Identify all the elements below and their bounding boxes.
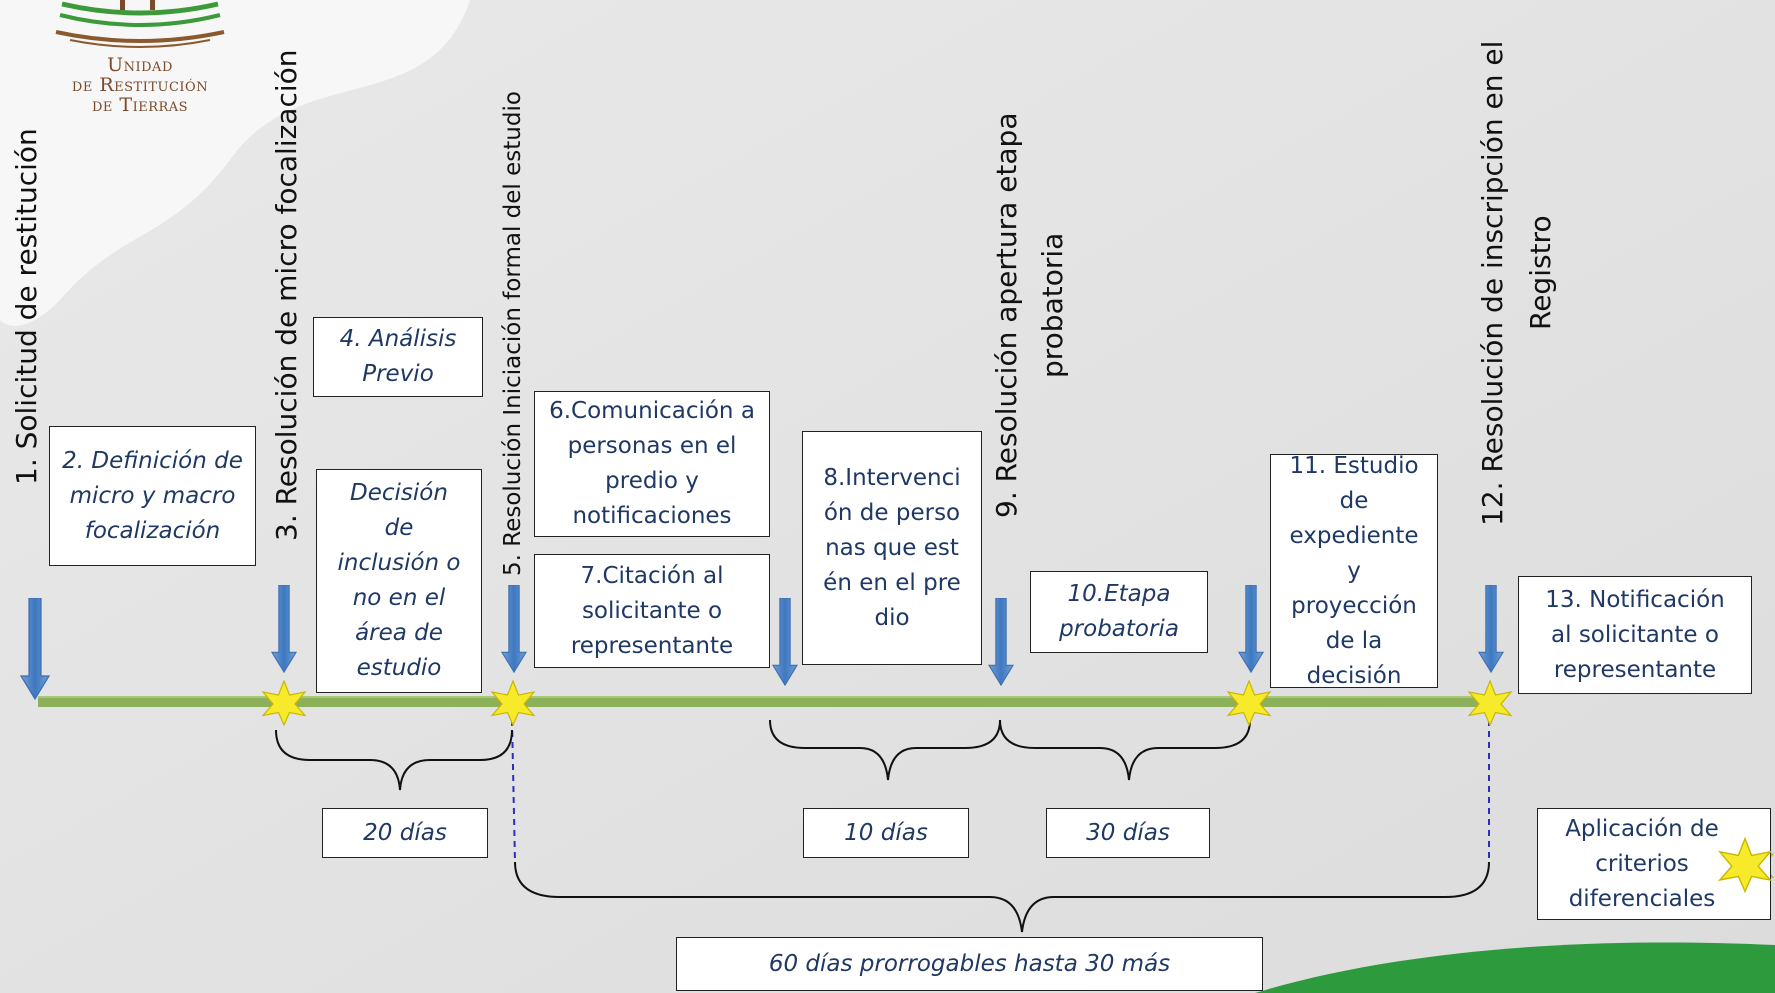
background-white-swoosh	[0, 0, 470, 326]
logo-text: Unidad de Restitución de Tierras	[40, 55, 240, 115]
duration-30-dias: 30 días	[1046, 808, 1210, 858]
step-4-box: 4. Análisis Previo	[313, 317, 483, 397]
duration-20-dias: 20 días	[322, 808, 488, 858]
brace-30-dias	[999, 719, 1251, 781]
step-4b-box: Decisión de inclusión o no en el área de…	[316, 469, 482, 693]
step-1-label: 1. Solicitud de restitución	[10, 128, 43, 485]
step-6-box: 6.Comunicación a personas en el predio y…	[534, 391, 770, 537]
step-10-box: 10.Etapa probatoria	[1030, 571, 1208, 653]
step-5-label: 5. Resolución Iniciación formal del estu…	[500, 91, 526, 576]
logo-line-1: Unidad	[107, 54, 173, 76]
legend-star-icon	[1717, 837, 1773, 893]
step-11-box: 11. Estudio de expediente y proyección d…	[1270, 453, 1438, 689]
step-2-box: 2. Definición de micro y macro focalizac…	[49, 426, 256, 566]
step-8-box: 8.Intervención de personas que estén en …	[802, 431, 982, 665]
bottom-green-band	[1255, 942, 1775, 993]
step-9-label-a: 9. Resolución apertura etapa	[990, 112, 1023, 519]
duration-10-dias: 10 días	[803, 808, 969, 858]
step-3-label: 3. Resolución de micro focalización	[270, 49, 303, 541]
step-12-label-a: 12. Resolución de inscripción en el	[1476, 40, 1509, 526]
dashed-line-5	[511, 719, 516, 863]
logo-line-3: de Tierras	[91, 94, 189, 116]
step-9-label-b: probatoria	[1036, 232, 1069, 378]
step-7-box: 7.Citación al solicitante o representant…	[534, 554, 770, 668]
brace-10-dias	[769, 719, 1001, 781]
brace-60-dias	[514, 861, 1490, 933]
legend-box: Aplicación de criterios diferenciales	[1537, 808, 1771, 920]
logo-line-2: de Restitución	[71, 74, 209, 96]
step-12-label-b: Registro	[1524, 215, 1557, 330]
step-13-box: 13. Notificación al solicitante o repres…	[1518, 576, 1752, 694]
logo-emblem	[55, 0, 225, 48]
brace-20-dias	[275, 729, 513, 791]
duration-60-dias: 60 días prorrogables hasta 30 más	[676, 937, 1263, 991]
